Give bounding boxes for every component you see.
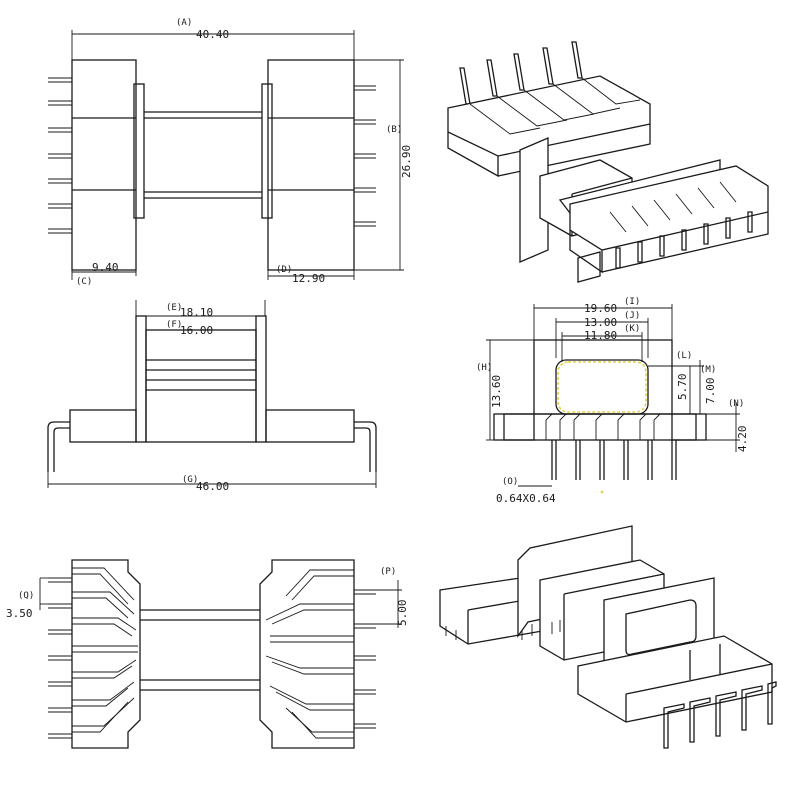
bottom-view: (P) 5.00 (Q) 3.50 bbox=[6, 559, 409, 749]
dim-m2-value: 7.00 bbox=[704, 378, 717, 405]
dim-o-value: 0.64X0.64 bbox=[496, 492, 556, 505]
dim-m-value: 5.70 bbox=[676, 374, 689, 401]
dim-d-tag: (D) bbox=[276, 265, 292, 275]
side-view: 19.60 (I) 13.00 (J) 11.80 (K) bbox=[476, 297, 749, 505]
dim-a-tag: (A) bbox=[176, 18, 192, 28]
dim-d-value: 12.90 bbox=[292, 272, 325, 285]
dim-c-value: 9.40 bbox=[92, 261, 119, 274]
dim-l-tag: (L) bbox=[676, 351, 692, 361]
dim-q-tag: (Q) bbox=[18, 591, 34, 601]
dim-q-value: 3.50 bbox=[6, 607, 33, 620]
dim-g-value: 46.00 bbox=[196, 480, 229, 493]
dim-c-tag: (C) bbox=[76, 277, 92, 287]
isometric-view-top bbox=[447, 41, 769, 283]
dim-k-value: 11.80 bbox=[584, 329, 617, 342]
dim-h-value: 13.60 bbox=[490, 375, 503, 408]
dim-n-tag: (N) bbox=[728, 399, 744, 409]
dim-g-tag: (G) bbox=[182, 475, 198, 485]
front-view: (E) 18.10 (F) 16.00 (G) 46.00 bbox=[47, 300, 377, 493]
dim-b-value: 26.90 bbox=[400, 145, 413, 178]
dim-i-value: 19.60 bbox=[584, 302, 617, 315]
dim-i-tag: (I) bbox=[624, 297, 640, 307]
dim-p-value: 5.00 bbox=[396, 600, 409, 627]
top-view: (A) 40.40 bbox=[48, 18, 413, 287]
dim-k-tag: (K) bbox=[624, 324, 640, 334]
dim-a-value: 40.40 bbox=[196, 28, 229, 41]
dim-o-tag: (O) bbox=[502, 477, 518, 487]
dim-m-tag: (M) bbox=[700, 365, 716, 375]
dim-e-tag: (E) bbox=[166, 303, 182, 313]
dim-f-tag: (F) bbox=[166, 320, 182, 330]
dim-e-value: 18.10 bbox=[180, 306, 213, 319]
dim-h-tag: (H) bbox=[476, 363, 492, 373]
dim-b-tag: (B) bbox=[386, 125, 402, 135]
dim-j-value: 13.00 bbox=[584, 316, 617, 329]
dim-p-tag: (P) bbox=[380, 567, 396, 577]
isometric-view-bottom bbox=[439, 525, 777, 749]
dim-n-value: 4.20 bbox=[736, 426, 749, 453]
dim-j-tag: (J) bbox=[624, 311, 640, 321]
